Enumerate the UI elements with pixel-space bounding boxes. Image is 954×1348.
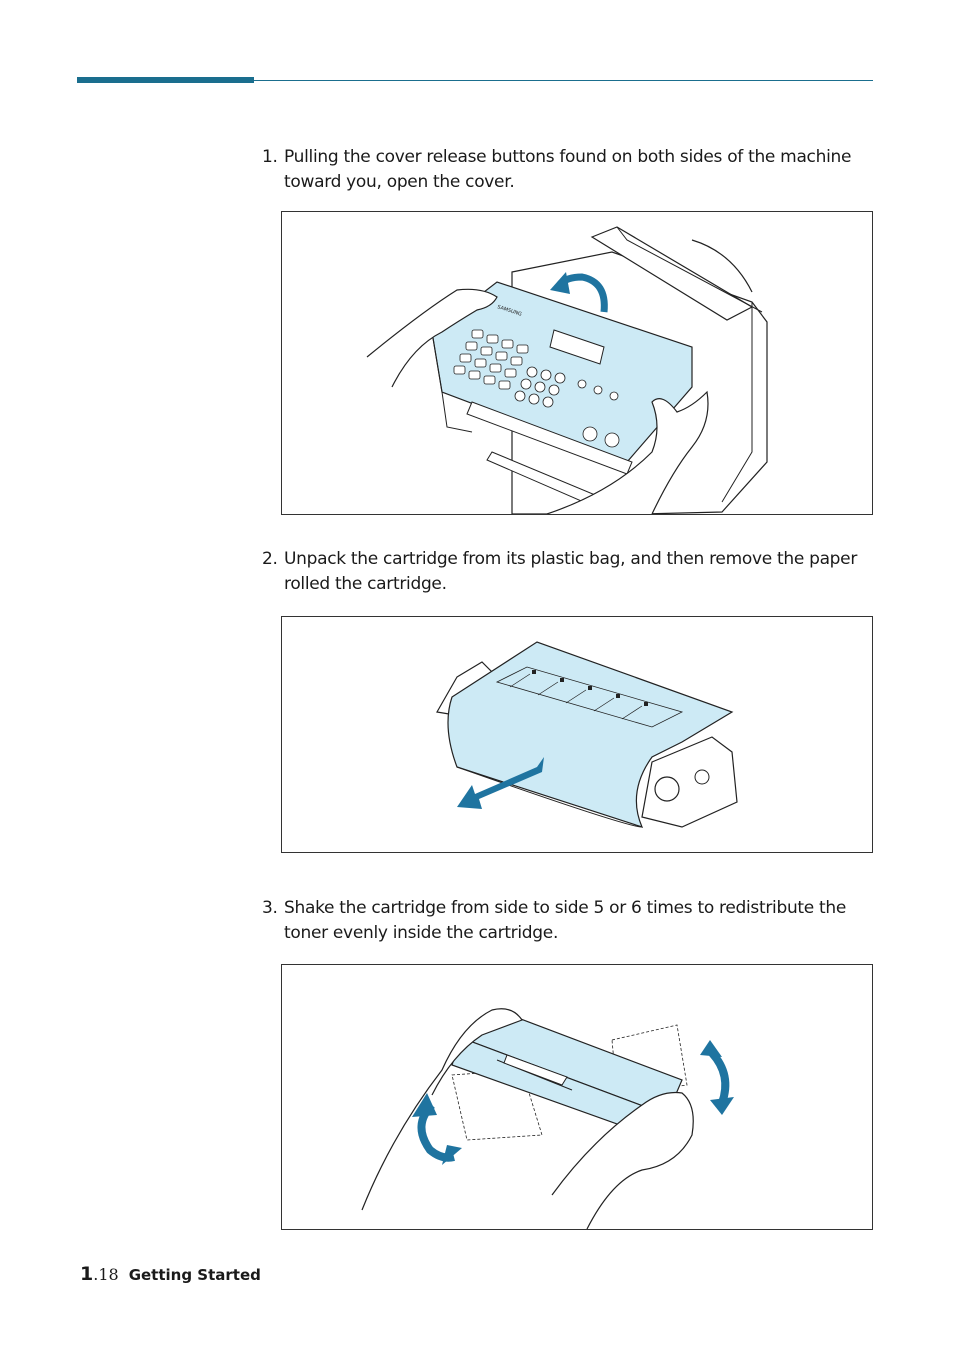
page-number: .18	[93, 1265, 119, 1284]
step-3: 3. Shake the cartridge from side to side…	[262, 896, 872, 946]
figure-shake-cartridge	[281, 964, 873, 1230]
header-rule	[254, 80, 873, 81]
step-2: 2. Unpack the cartridge from its plastic…	[262, 547, 872, 597]
header-rule-accent	[77, 77, 254, 83]
figure-open-cover: SAMSUNG	[281, 211, 873, 515]
step-number: 3.	[262, 898, 278, 918]
page-footer: 1.18 Getting Started	[80, 1263, 261, 1285]
step-number: 2.	[262, 549, 278, 569]
step-text: Pulling the cover release buttons found …	[284, 147, 852, 192]
step-1: 1. Pulling the cover release buttons fou…	[262, 145, 872, 195]
step-number: 1.	[262, 147, 278, 167]
section-title: Getting Started	[128, 1266, 261, 1284]
figure-unpack-cartridge	[281, 616, 873, 853]
step-text: Shake the cartridge from side to side 5 …	[284, 898, 847, 943]
step-text: Unpack the cartridge from its plastic ba…	[284, 549, 858, 594]
chapter-number: 1	[80, 1263, 94, 1285]
